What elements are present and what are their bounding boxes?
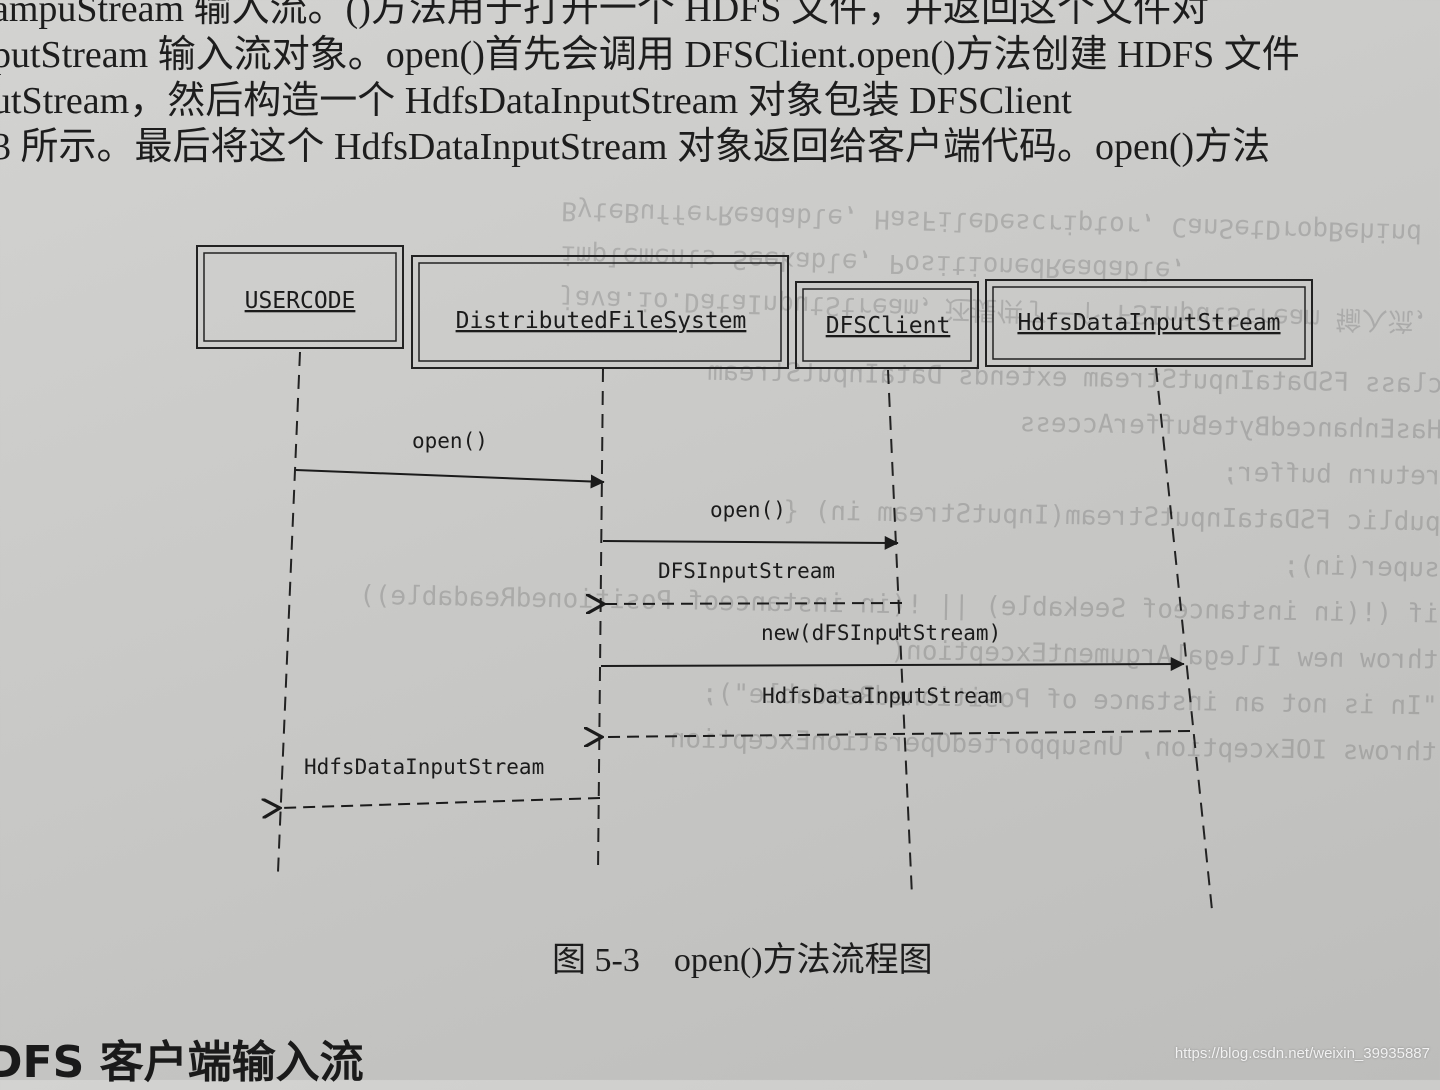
participant-label: HdfsDataInputStream: [1017, 310, 1280, 336]
participant-distributedfilesystem: DistributedFileSystem: [411, 255, 789, 369]
figure-caption: 图 5-3 open()方法流程图: [552, 932, 967, 981]
message-usercode-return: HdfsDataInputStream: [280, 755, 601, 808]
lifeline-usercode: [277, 351, 301, 873]
message-label: open(): [412, 429, 488, 453]
section-heading: DFS 客户端输入流: [0, 1037, 364, 1088]
message-open-call: open(): [295, 429, 605, 489]
participant-label: USERCODE: [245, 288, 356, 314]
paragraph-line: putStream 输入流对象。open()首先会调用 DFSClient.op…: [0, 34, 1300, 76]
message-label: open(): [710, 498, 786, 522]
message-label: DFSInputStream: [658, 559, 835, 583]
paragraph-line: ampuStream 输入流。()方法用于打开一个 HDFS 文件，并返回这个文…: [0, 0, 1210, 30]
participant-dfsclient: DFSClient: [795, 281, 979, 369]
figure-number: 图 5-3: [552, 942, 640, 979]
message-label: new(dFSInputStream): [761, 621, 1001, 645]
body-paragraph: ampuStream 输入流。()方法用于打开一个 HDFS 文件，并返回这个文…: [0, 0, 1440, 170]
message-new-call: new(dFSInputStream): [600, 621, 1185, 672]
message-dfsinputstream-return: DFSInputStream: [604, 559, 903, 604]
lifeline-dfsclient: [887, 369, 913, 897]
figure-title: open()方法流程图: [673, 942, 933, 979]
paragraph-line: utStream，然后构造一个 HdfsDataInputStream 对象包装…: [0, 80, 1072, 122]
participant-label: DistributedFileSystem: [456, 308, 747, 334]
watermark-url: https://blog.csdn.net/weixin_39935887: [1174, 1045, 1430, 1062]
message-label: HdfsDataInputStream: [304, 755, 544, 779]
lifeline-hdfsdatainputstream: [1155, 367, 1213, 911]
participant-hdfsdatainputstream: HdfsDataInputStream: [985, 279, 1313, 367]
message-label: HdfsDataInputStream: [762, 684, 1002, 708]
paragraph-line: 3 所示。最后将这个 HdfsDataInputStream 对象返回给客户端代…: [0, 126, 1271, 168]
message-hdfsdatainputstream-return: HdfsDataInputStream: [602, 684, 1191, 737]
participant-usercode: USERCODE: [196, 245, 404, 349]
participant-label: DFSClient: [826, 313, 951, 339]
lifeline-distributedfilesystem: [597, 367, 604, 873]
message-open-dfsclient-call: open(): [602, 498, 899, 550]
